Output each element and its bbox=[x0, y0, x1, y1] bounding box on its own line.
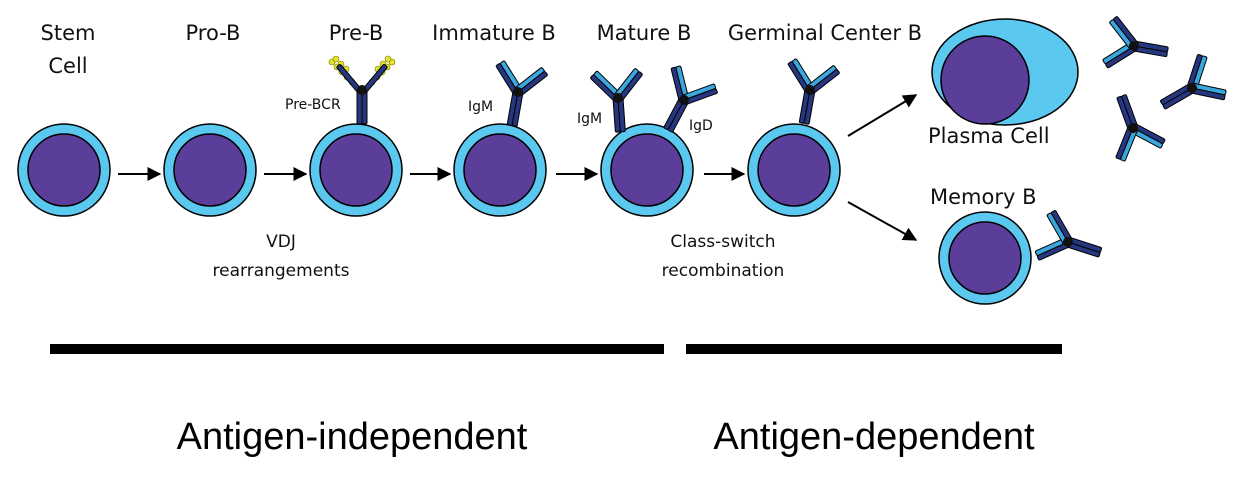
stage-arrows bbox=[118, 94, 918, 241]
cell-plasma bbox=[931, 18, 1079, 126]
phase-bar-antigen-independent bbox=[50, 344, 664, 354]
phase-label-antigen-independent: Antigen-independent bbox=[177, 416, 528, 458]
phase-bar-antigen-dependent bbox=[686, 344, 1062, 354]
stage-label-germinal-center-b: Germinal Center B bbox=[728, 21, 922, 45]
bcr-germinal-center-b bbox=[777, 56, 842, 129]
label-class-switch: Class-switch bbox=[670, 232, 775, 252]
stage-label-pro-b: Pro-B bbox=[186, 21, 241, 45]
arrow-to-memory-b bbox=[847, 201, 918, 241]
igm-receptor-immature-b bbox=[485, 58, 550, 131]
label-memory-b: Memory B bbox=[930, 185, 1037, 209]
arrow-to-plasma-cell bbox=[847, 94, 918, 137]
cell-immature-b bbox=[453, 123, 547, 217]
label-igm-immature: IgM bbox=[468, 99, 493, 115]
cell-pro-b bbox=[163, 123, 257, 217]
stage-label-stem: Stem bbox=[41, 21, 96, 45]
label-recombination: recombination bbox=[662, 261, 785, 281]
label-rearrangements: rearrangements bbox=[213, 261, 350, 281]
secreted-antibody-1 bbox=[1100, 14, 1173, 79]
pre-bcr-receptor bbox=[328, 55, 396, 125]
cell-memory-b bbox=[938, 211, 1032, 305]
label-pre-bcr: Pre-BCR bbox=[285, 97, 341, 113]
bcr-memory-b bbox=[1032, 207, 1110, 279]
label-igm-mature: IgM bbox=[577, 111, 602, 127]
label-plasma-cell: Plasma Cell bbox=[928, 124, 1050, 148]
stage-label-pre-b: Pre-B bbox=[329, 21, 384, 45]
secreted-antibody-2 bbox=[1148, 50, 1231, 129]
stage-label-mature-b: Mature B bbox=[597, 21, 692, 45]
phase-label-antigen-dependent: Antigen-dependent bbox=[713, 416, 1035, 458]
secreted-antibody-3 bbox=[1096, 86, 1169, 165]
label-igd-mature: IgD bbox=[689, 118, 713, 134]
cell-pre-b bbox=[309, 123, 403, 217]
stage-label-stem-2: Cell bbox=[48, 54, 87, 78]
stage-label-immature-b: Immature B bbox=[432, 21, 556, 45]
cell-germinal-center-b bbox=[747, 123, 841, 217]
cell-mature-b bbox=[600, 123, 694, 217]
label-vdj: VDJ bbox=[266, 232, 296, 252]
cell-stem bbox=[17, 123, 111, 217]
